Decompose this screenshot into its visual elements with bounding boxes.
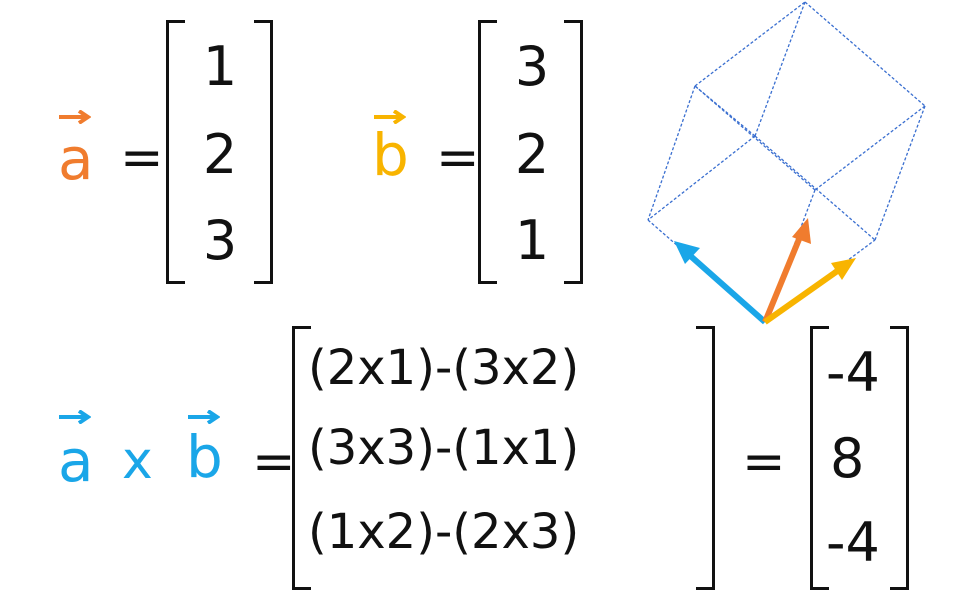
- cross-product-vector-arrow-icon: [674, 241, 767, 325]
- expansion-row: (3x3)-(1x1): [308, 420, 580, 476]
- vector-b-arrow-icon: [374, 110, 406, 124]
- vector-b-symbol: b: [372, 121, 409, 189]
- cube-illustration: [647, 1, 926, 325]
- vector-a-equals: =: [120, 128, 164, 188]
- vector-a-bracket-right: [254, 20, 273, 284]
- result-entry: 8: [830, 427, 865, 490]
- vector-a-bracket-left: [166, 20, 185, 284]
- cross-times-symbol: x: [122, 431, 153, 491]
- vector-a-entry: 1: [202, 35, 238, 98]
- vector-b-equals: =: [436, 128, 480, 188]
- cross-a-arrow-icon: [59, 410, 91, 424]
- vector-b-entry: 3: [514, 35, 550, 98]
- vector-b-entry: 2: [514, 123, 550, 186]
- vector-a-arrow-on-cube-icon: [762, 218, 811, 324]
- cross-b-symbol: b: [186, 423, 223, 491]
- result-entry: -4: [826, 511, 880, 574]
- vector-b-bracket-left: [478, 20, 497, 284]
- expansion-bracket-left: [292, 326, 311, 590]
- result-equals: =: [742, 432, 786, 492]
- result-bracket-right: [890, 326, 909, 590]
- expansion-row: (2x1)-(3x2): [308, 340, 580, 396]
- vector-a-symbol: a: [58, 125, 94, 193]
- expansion-row: (1x2)-(2x3): [308, 504, 580, 560]
- vector-a-arrow-icon: [59, 110, 91, 124]
- result-bracket-left: [810, 326, 829, 590]
- vector-b-arrow-on-cube-icon: [763, 258, 856, 325]
- vector-a-entry: 2: [202, 123, 238, 186]
- vector-b-bracket-right: [564, 20, 583, 284]
- vector-b-entry: 1: [514, 209, 550, 272]
- vector-a-entry: 3: [202, 209, 238, 272]
- cross-a-symbol: a: [58, 427, 94, 495]
- cross-equals: =: [252, 432, 296, 492]
- result-entry: -4: [826, 341, 880, 404]
- cross-b-arrow-icon: [188, 410, 220, 424]
- expansion-bracket-right: [696, 326, 715, 590]
